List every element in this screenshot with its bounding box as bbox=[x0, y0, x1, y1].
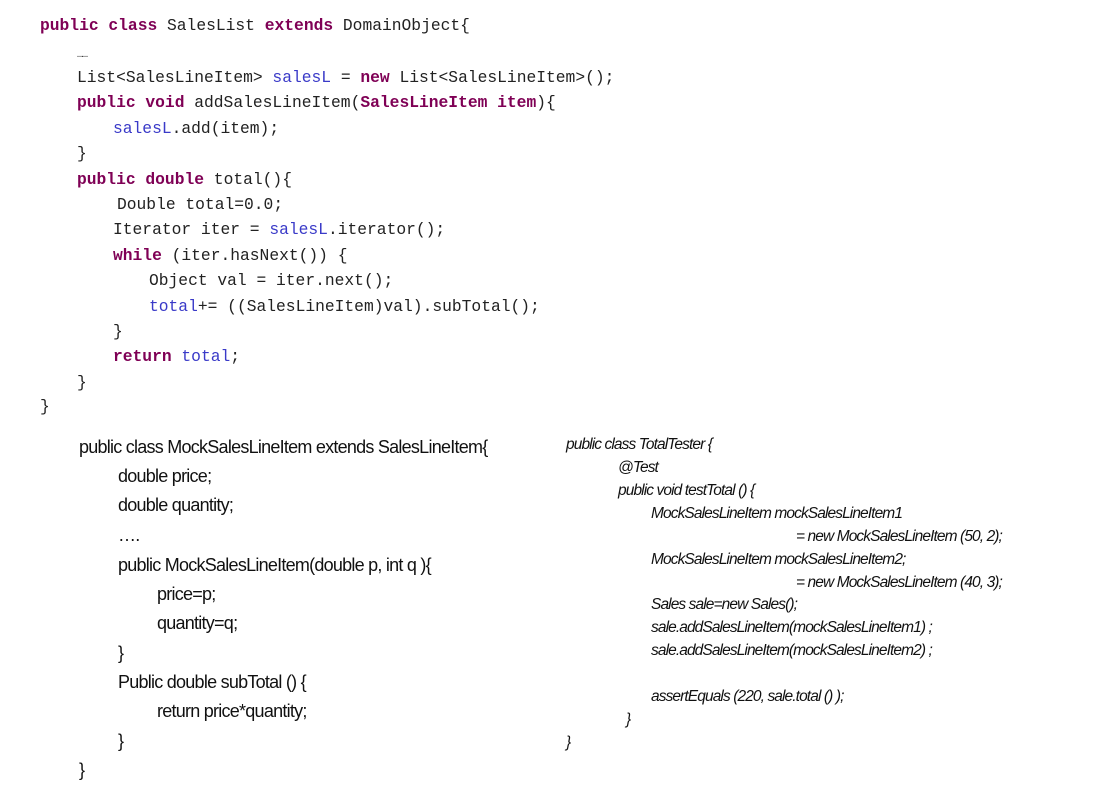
code-keyword: while bbox=[113, 246, 172, 265]
code-line: } bbox=[113, 322, 123, 341]
code-line: Sales sale=new Sales(); bbox=[651, 596, 798, 613]
code-line: public class SalesList extends DomainObj… bbox=[40, 16, 470, 35]
code-text: List<SalesLineItem> bbox=[77, 68, 273, 87]
code-keyword: extends bbox=[264, 16, 343, 35]
code-text: ){ bbox=[536, 93, 556, 112]
code-field: total bbox=[149, 297, 198, 316]
code-line: price=p; bbox=[157, 584, 216, 604]
code-line: = new MockSalesLineItem (40, 3); bbox=[796, 574, 1003, 591]
code-line: …. bbox=[118, 525, 140, 545]
code-text: (iter.hasNext()) { bbox=[171, 246, 348, 265]
code-line: } bbox=[77, 144, 87, 163]
code-text: DomainObject{ bbox=[342, 16, 470, 35]
code-text: Object val = iter.next(); bbox=[149, 271, 394, 290]
code-line: quantity=q; bbox=[157, 613, 238, 633]
code-line: } bbox=[40, 397, 50, 416]
code-line: } bbox=[118, 643, 124, 663]
code-line: public void testTotal () { bbox=[618, 482, 755, 499]
code-text: Iterator iter = bbox=[113, 220, 270, 239]
code-line: Public double subTotal () { bbox=[118, 672, 307, 692]
code-text: += ((SalesLineItem)val).subTotal(); bbox=[197, 297, 540, 316]
code-line: Double total=0.0; bbox=[117, 195, 284, 214]
code-field: salesL bbox=[113, 119, 172, 138]
code-line: @Test bbox=[618, 459, 659, 476]
code-keyword: SalesLineItem item bbox=[360, 93, 537, 112]
code-line: Object val = iter.next(); bbox=[149, 271, 394, 290]
code-text: Double total=0.0; bbox=[117, 195, 284, 214]
code-line: while (iter.hasNext()) { bbox=[113, 246, 348, 265]
code-field: total bbox=[181, 347, 231, 366]
code-line: } bbox=[566, 734, 571, 751]
code-text: .iterator(); bbox=[327, 220, 446, 239]
code-line: } bbox=[626, 711, 631, 728]
code-text: } bbox=[77, 373, 87, 392]
code-line: total+= ((SalesLineItem)val).subTotal(); bbox=[149, 297, 540, 316]
code-text: = bbox=[331, 68, 361, 87]
code-line: salesL.add(item); bbox=[113, 119, 280, 138]
code-line: double quantity; bbox=[118, 495, 234, 515]
code-text: .add(item); bbox=[171, 119, 280, 138]
code-line: } bbox=[118, 731, 124, 751]
code-line: public double total(){ bbox=[77, 170, 292, 189]
code-text: List<SalesLineItem>(); bbox=[399, 68, 615, 87]
code-text: SalesList bbox=[167, 16, 265, 35]
code-line: public class TotalTester { bbox=[566, 436, 713, 453]
code-line: public MockSalesLineItem(double p, int q… bbox=[118, 555, 432, 575]
code-keyword: return bbox=[113, 347, 182, 366]
code-line: return price*quantity; bbox=[157, 701, 307, 721]
code-field: salesL bbox=[269, 220, 328, 239]
code-line: public class MockSalesLineItem extends S… bbox=[79, 437, 488, 457]
code-text: } bbox=[77, 144, 87, 163]
code-text: …… bbox=[77, 50, 88, 61]
code-text: } bbox=[113, 322, 123, 341]
code-line: MockSalesLineItem mockSalesLineItem2; bbox=[651, 551, 906, 568]
code-keyword: new bbox=[360, 68, 400, 87]
code-line: sale.addSalesLineItem(mockSalesLineItem2… bbox=[651, 642, 933, 659]
code-keyword: public class bbox=[40, 16, 168, 35]
code-text: addSalesLineItem( bbox=[194, 93, 361, 112]
code-line: MockSalesLineItem mockSalesLineItem1 bbox=[651, 505, 903, 522]
code-line: double price; bbox=[118, 466, 212, 486]
code-line: } bbox=[77, 373, 87, 392]
code-field: salesL bbox=[272, 68, 332, 87]
code-line: assertEquals (220, sale.total () ); bbox=[651, 688, 844, 705]
code-line: return total; bbox=[113, 347, 241, 366]
code-line: = new MockSalesLineItem (50, 2); bbox=[796, 528, 1003, 545]
code-line: } bbox=[79, 760, 85, 780]
code-keyword: public void bbox=[77, 93, 195, 112]
code-line: Iterator iter = salesL.iterator(); bbox=[113, 220, 446, 239]
code-line: …… bbox=[77, 45, 88, 61]
code-line: List<SalesLineItem> salesL = new List<Sa… bbox=[77, 68, 615, 87]
code-line: sale.addSalesLineItem(mockSalesLineItem1… bbox=[651, 619, 933, 636]
code-text: total(){ bbox=[213, 170, 292, 189]
code-keyword: public double bbox=[77, 170, 214, 189]
code-text: ; bbox=[230, 347, 241, 366]
code-text: } bbox=[40, 397, 50, 416]
code-line: public void addSalesLineItem(SalesLineIt… bbox=[77, 93, 556, 112]
